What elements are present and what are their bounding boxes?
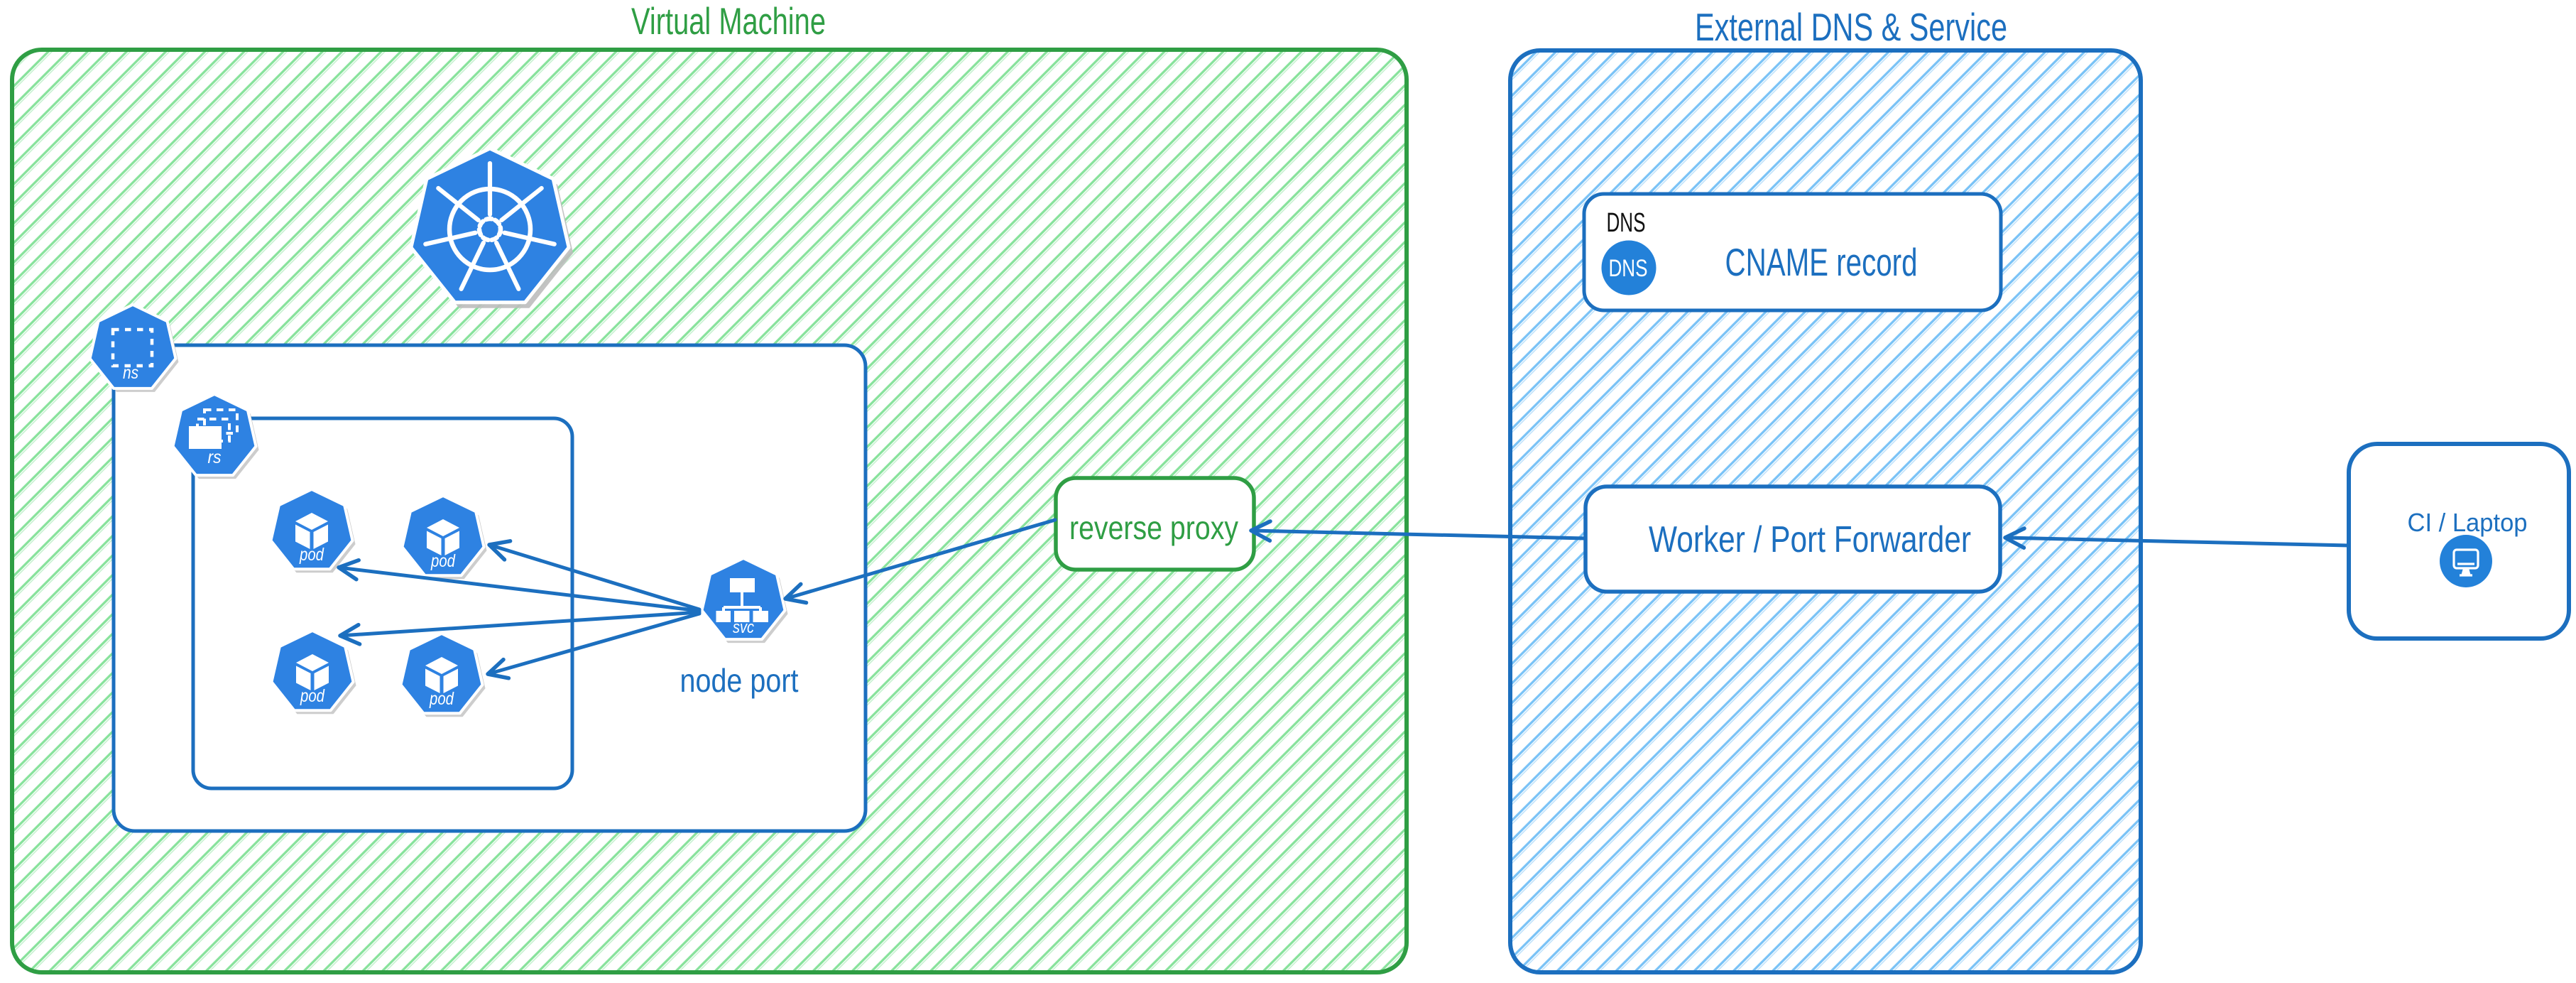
svg-text:pod: pod [430,551,456,571]
svg-text:svc: svc [733,618,754,637]
svg-text:pod: pod [429,689,454,709]
svg-text:Virtual Machine: Virtual Machine [631,1,826,43]
svg-text:pod: pod [300,686,325,706]
svg-text:DNS: DNS [1609,255,1648,282]
svg-text:Worker / Port Forwarder: Worker / Port Forwarder [1649,519,1971,560]
svg-text:rs: rs [208,447,222,467]
svg-text:reverse proxy: reverse proxy [1069,509,1238,546]
svg-text:External DNS & Service: External DNS & Service [1695,5,2007,49]
svg-text:CNAME record: CNAME record [1725,240,1918,284]
svg-text:node port: node port [680,662,799,699]
svg-text:DNS: DNS [1607,208,1646,238]
svg-text:pod: pod [299,545,324,565]
svg-text:ns: ns [123,363,138,383]
svg-text:CI / Laptop: CI / Laptop [2408,508,2528,537]
